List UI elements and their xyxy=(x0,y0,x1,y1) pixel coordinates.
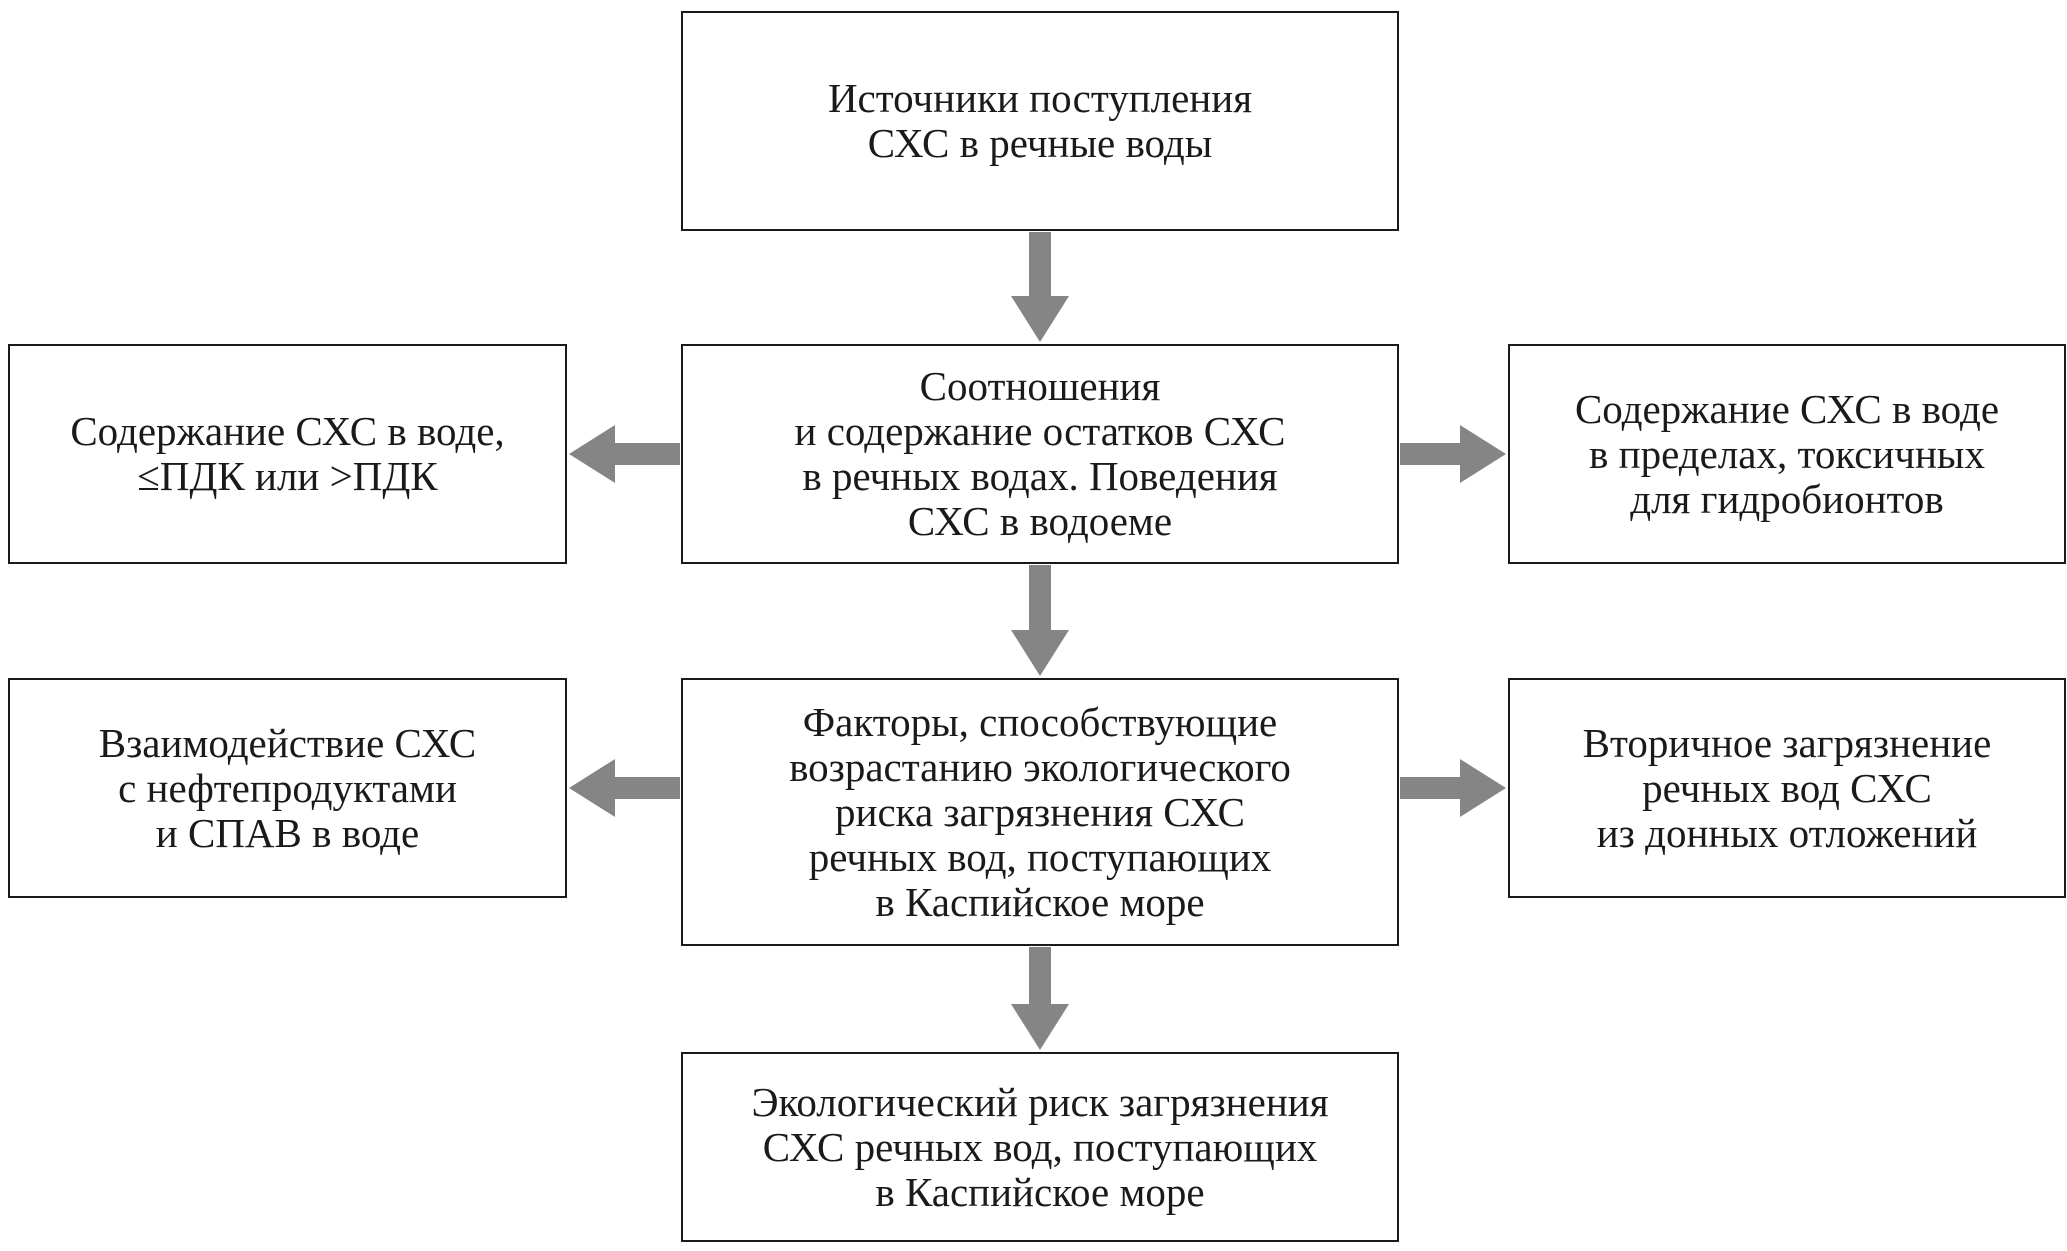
node-content-toxic-line: для гидробионтов xyxy=(1630,475,1944,522)
node-factors-line: Факторы, способствующие xyxy=(802,698,1278,745)
node-secondary-line: Вторичное загрязнение xyxy=(1582,719,1992,766)
node-ratio-line: в речных водах. Поведения xyxy=(802,453,1278,499)
arrow-ratio-to-content-toxic xyxy=(1400,425,1506,483)
node-content-pdk: Содержание СХС в воде, ≤ПДК или >ПДК xyxy=(8,344,567,564)
node-interaction-line: и СПАВ в воде xyxy=(155,809,420,856)
node-sources: Источники поступления СХС в речные воды xyxy=(681,11,1399,231)
node-content-toxic: Содержание СХС в воде в пределах, токсич… xyxy=(1508,344,2066,564)
arrow-sources-to-ratio xyxy=(1011,232,1069,342)
node-content-toxic-line: Содержание СХС в воде xyxy=(1574,385,2000,432)
node-content-toxic-line: в пределах, токсичных xyxy=(1589,430,1985,477)
node-interaction-line: Взаимодействие СХС xyxy=(98,719,477,766)
node-interaction-line: с нефтепродуктами xyxy=(118,764,457,811)
node-secondary-line: из донных отложений xyxy=(1596,809,1978,856)
node-risk: Экологический риск загрязнения СХС речны… xyxy=(681,1052,1399,1242)
node-factors: Факторы, способствующие возрастанию экол… xyxy=(681,678,1399,946)
node-factors-line: риска загрязнения СХС xyxy=(835,788,1245,835)
node-factors-line: возрастанию экологического xyxy=(789,743,1291,790)
node-ratio: Соотношения и содержание остатков СХС в … xyxy=(681,344,1399,564)
arrow-factors-to-interaction xyxy=(569,759,680,817)
node-sources-line: СХС в речные воды xyxy=(867,120,1213,166)
node-content-pdk-line: Содержание СХС в воде, xyxy=(70,408,505,454)
node-ratio-line: и содержание остатков СХС xyxy=(794,408,1286,454)
arrow-ratio-to-factors xyxy=(1011,565,1069,676)
node-secondary: Вторичное загрязнение речных вод СХС из … xyxy=(1508,678,2066,898)
node-sources-line: Источники поступления xyxy=(827,75,1253,121)
node-factors-line: речных вод, поступающих xyxy=(808,833,1272,880)
arrow-ratio-to-content-pdk xyxy=(569,425,680,483)
node-ratio-line: СХС в водоеме xyxy=(907,498,1173,544)
node-risk-line: Экологический риск загрязнения xyxy=(751,1078,1329,1125)
node-risk-line: СХС речных вод, поступающих xyxy=(762,1123,1318,1170)
node-interaction: Взаимодействие СХС с нефтепродуктами и С… xyxy=(8,678,567,898)
node-factors-line: в Каспийское море xyxy=(875,878,1205,925)
arrow-factors-to-risk xyxy=(1011,947,1069,1050)
node-content-pdk-line: ≤ПДК или >ПДК xyxy=(137,453,438,499)
node-secondary-line: речных вод СХС xyxy=(1642,764,1932,811)
arrow-factors-to-secondary xyxy=(1400,759,1506,817)
node-risk-line: в Каспийское море xyxy=(875,1168,1205,1215)
node-ratio-line: Соотношения xyxy=(919,363,1161,409)
